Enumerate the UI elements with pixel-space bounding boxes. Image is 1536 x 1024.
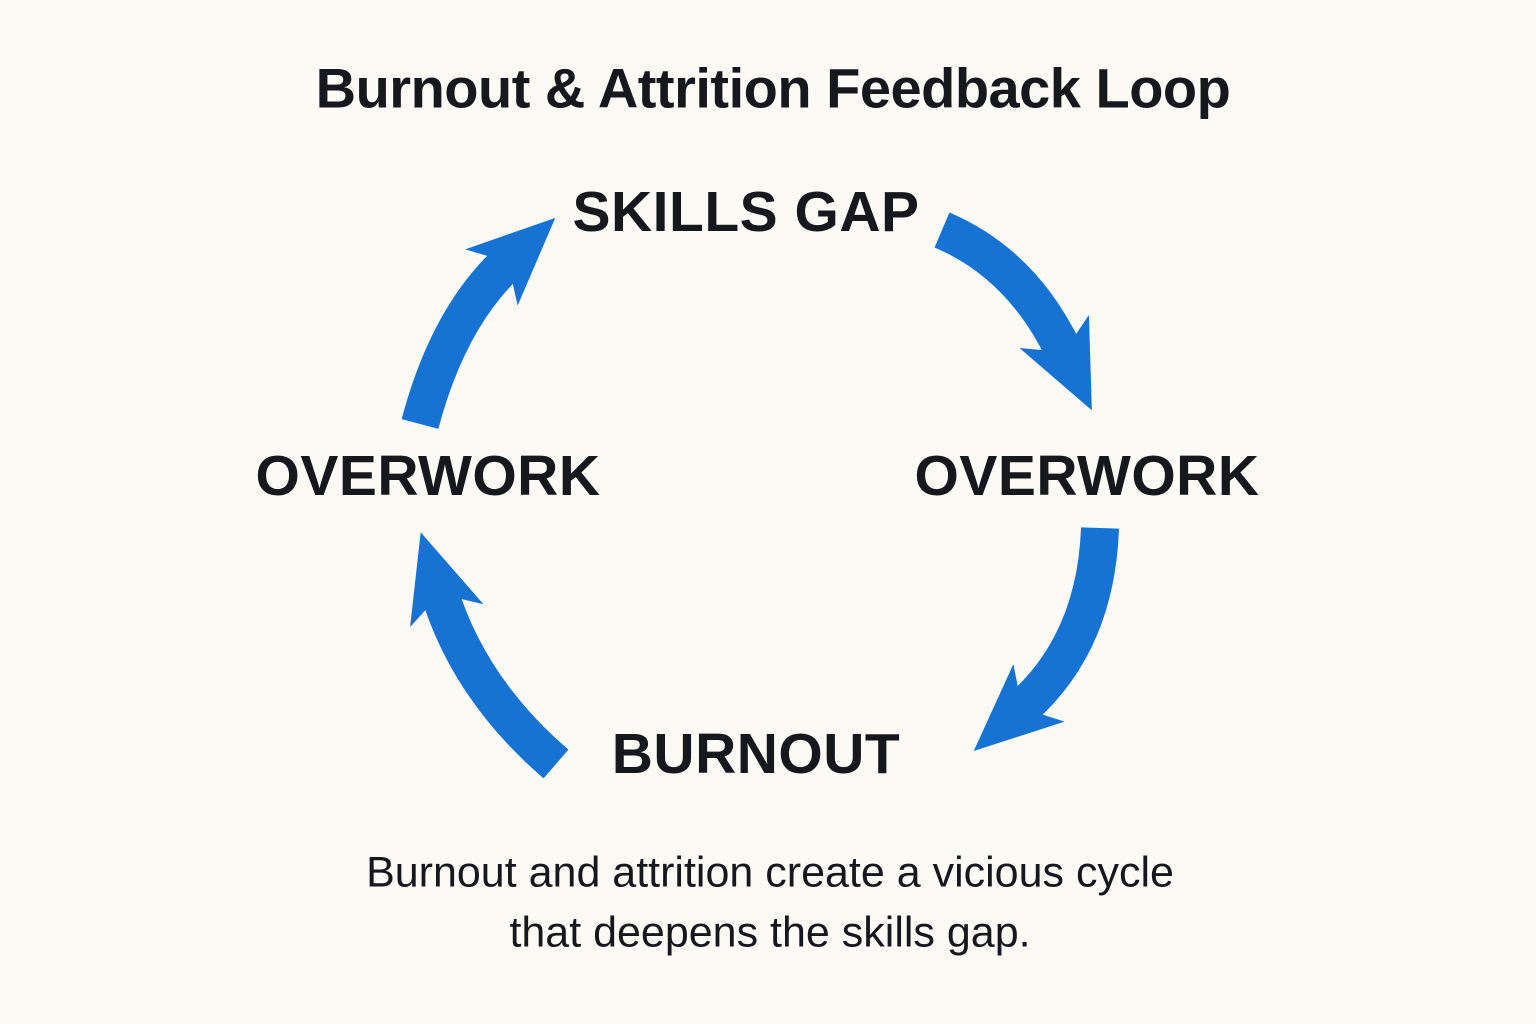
arrow-burnout-to-overwork-left bbox=[410, 532, 569, 779]
caption-line-2: that deepens the skills gap. bbox=[509, 908, 1031, 957]
caption-line-1: Burnout and attrition create a vicious c… bbox=[366, 848, 1174, 897]
arrow-skills-gap-to-overwork-right bbox=[934, 212, 1092, 411]
node-overwork-right: OVERWORK bbox=[914, 444, 1260, 508]
arrow-overwork-left-to-skills-gap bbox=[401, 217, 556, 429]
node-skills-gap: SKILLS GAP bbox=[572, 180, 920, 244]
node-burnout: BURNOUT bbox=[611, 722, 901, 786]
arrow-overwork-right-to-burnout bbox=[973, 527, 1119, 752]
node-overwork-left: OVERWORK bbox=[255, 444, 601, 508]
diagram-title: Burnout & Attrition Feedback Loop bbox=[315, 56, 1231, 120]
